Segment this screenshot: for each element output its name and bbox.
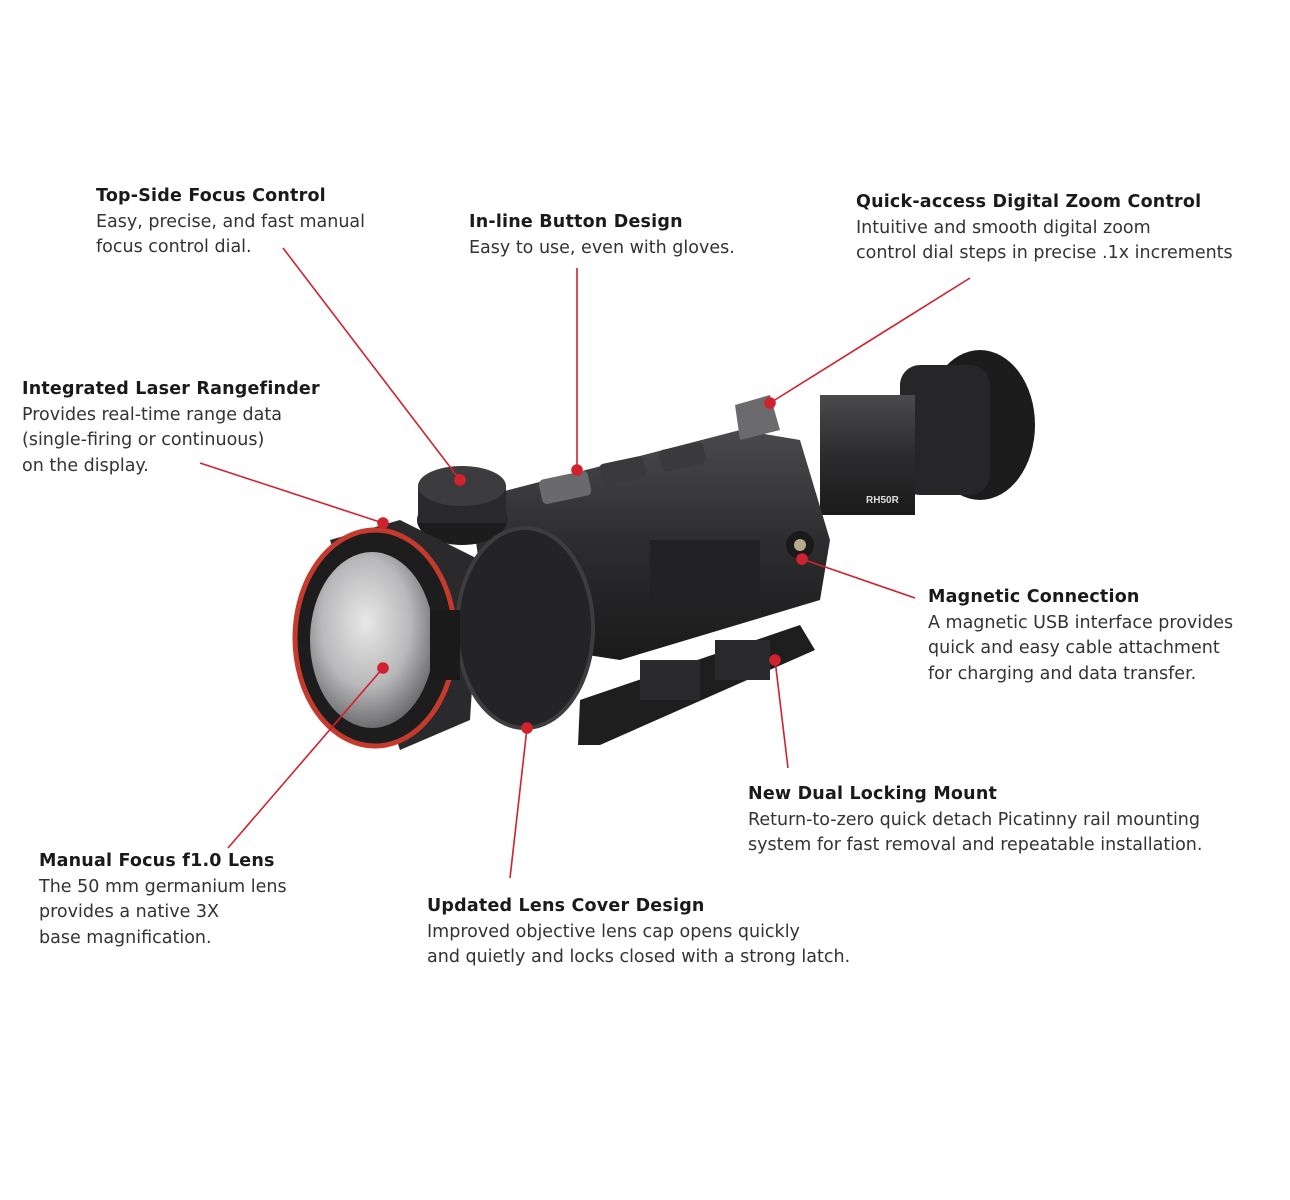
callout-magnetic-connection: Magnetic Connection A magnetic USB inter… (928, 585, 1233, 687)
callout-text: base magnification. (39, 927, 212, 948)
callout-text: focus control dial. (96, 237, 252, 257)
callout-dot (571, 464, 583, 476)
callout-text: Intuitive and smooth digital zoom (856, 217, 1151, 238)
objective-lens (292, 520, 480, 750)
callout-text: for charging and data transfer. (928, 663, 1197, 684)
callout-text: Return-to-zero quick detach Picatinny ra… (748, 809, 1201, 830)
callout-dot (769, 654, 781, 666)
callout-title: Integrated Laser Rangefinder (22, 379, 320, 399)
callout-text: Provides real-time range data (22, 404, 282, 425)
callout-text: system for fast removal and repeatable i… (748, 835, 1203, 855)
callout-dot (796, 553, 808, 565)
callout-text: and quietly and locks closed with a stro… (427, 947, 851, 967)
callout-dot (454, 474, 466, 486)
callout-text: on the display. (22, 455, 149, 476)
callout-dot (377, 662, 389, 674)
callout-text: The 50 mm germanium lens (39, 876, 287, 897)
callout-dot (521, 722, 533, 734)
callout-leader-lines (199, 247, 971, 879)
callout-text: provides a native 3X (39, 902, 220, 922)
callout-dot (764, 397, 776, 409)
callout-top-side-focus: Top-Side Focus Control Easy, precise, an… (96, 184, 365, 261)
callout-title: In-line Button Design (469, 212, 683, 232)
scope-mount (578, 625, 815, 745)
callout-title: Manual Focus f1.0 Lens (39, 851, 275, 871)
callout-text: control dial steps in precise .1x increm… (856, 243, 1233, 263)
callout-laser-rangefinder: Integrated Laser Rangefinder Provides re… (22, 377, 320, 479)
callout-text: Easy, precise, and fast manual (96, 211, 366, 232)
callout-text: A magnetic USB interface provides (928, 612, 1234, 633)
callout-inline-button: In-line Button Design Easy to use, even … (469, 210, 735, 261)
callout-text: quick and easy cable attachment (928, 638, 1220, 658)
callout-title: Quick-access Digital Zoom Control (856, 192, 1202, 212)
model-label: RH50R (866, 495, 900, 506)
callout-lens-cover: Updated Lens Cover Design Improved objec… (427, 894, 850, 971)
callout-dot (377, 517, 389, 529)
focus-dial (417, 466, 507, 545)
callout-title: Updated Lens Cover Design (427, 896, 705, 916)
callout-digital-zoom: Quick-access Digital Zoom Control Intuit… (856, 190, 1233, 267)
callout-manual-focus-lens: Manual Focus f1.0 Lens The 50 mm germani… (39, 849, 287, 951)
callout-dual-locking-mount: New Dual Locking Mount Return-to-zero qu… (748, 782, 1202, 859)
callout-text: Easy to use, even with gloves. (469, 237, 735, 258)
callout-title: Top-Side Focus Control (96, 186, 326, 206)
lens-cover (430, 526, 595, 730)
callout-title: New Dual Locking Mount (748, 784, 998, 804)
callout-text: Improved objective lens cap opens quickl… (427, 921, 800, 942)
callout-text: (single-firing or continuous) (22, 430, 265, 450)
callout-title: Magnetic Connection (928, 587, 1140, 607)
scope-eyepiece (820, 350, 1035, 515)
